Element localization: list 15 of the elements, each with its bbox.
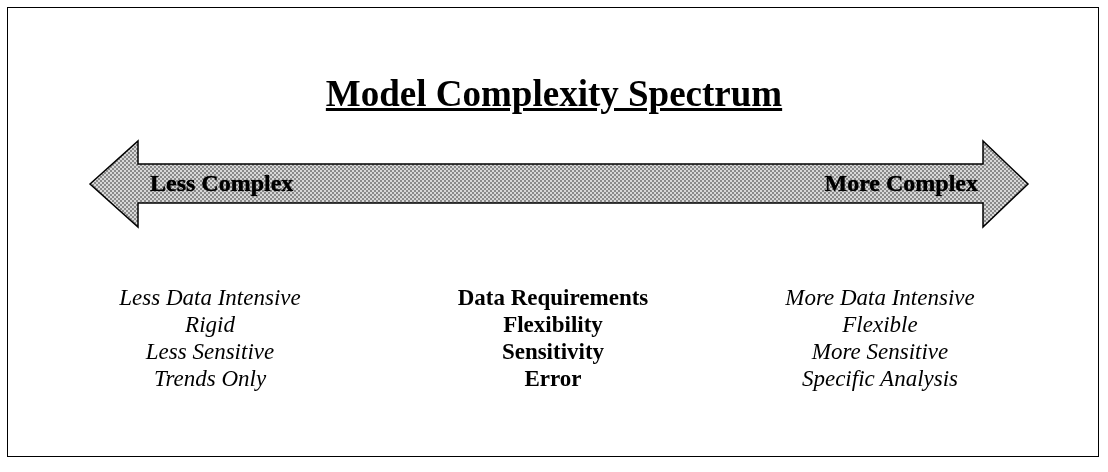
property-text: More Sensitive bbox=[810, 338, 950, 365]
property-text: Less Sensitive bbox=[144, 338, 276, 365]
criterion-text: Data Requirements bbox=[456, 284, 650, 311]
criterion-text: Error bbox=[523, 365, 583, 392]
property-text: Flexible bbox=[841, 311, 919, 338]
spectrum-end-label: More Complex bbox=[824, 170, 978, 197]
criterion-text: Sensitivity bbox=[500, 338, 606, 365]
property-text: Trends Only bbox=[152, 365, 268, 392]
title: Model Complexity Spectrum bbox=[324, 72, 784, 115]
property-text: More Data Intensive bbox=[784, 284, 976, 311]
property-text: Less Data Intensive bbox=[118, 284, 302, 311]
property-text: Specific Analysis bbox=[800, 365, 960, 392]
property-text: Rigid bbox=[184, 311, 236, 338]
spectrum-end-label: Less Complex bbox=[150, 170, 294, 197]
criterion-text: Flexibility bbox=[502, 311, 604, 338]
